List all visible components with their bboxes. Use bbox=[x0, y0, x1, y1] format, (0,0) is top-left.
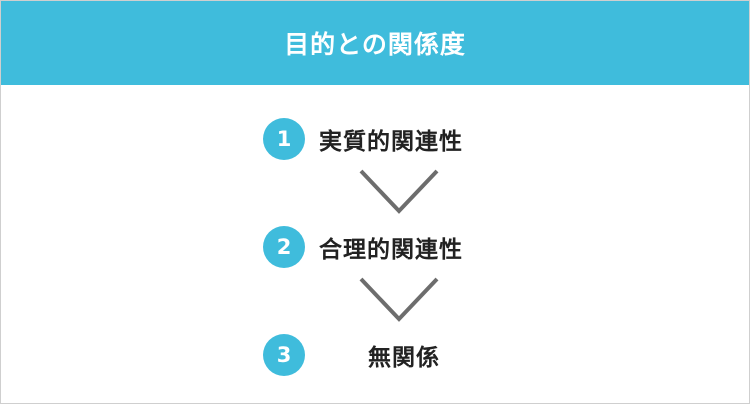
chevron-down-icon bbox=[359, 169, 439, 214]
step-1-label: 実質的関連性 bbox=[319, 129, 463, 155]
step-2: 2 合理的関連性 bbox=[263, 226, 503, 268]
step-3-label: 無関係 bbox=[368, 345, 440, 371]
step-1: 1 実質的関連性 bbox=[263, 118, 503, 160]
chevron-down-icon bbox=[359, 277, 439, 322]
step-3-number-badge: 3 bbox=[263, 334, 305, 376]
diagram-title: 目的との関係度 bbox=[284, 30, 466, 59]
step-2-number-badge: 2 bbox=[263, 226, 305, 268]
step-2-label: 合理的関連性 bbox=[319, 237, 463, 263]
header-bar: 目的との関係度 bbox=[1, 1, 749, 85]
step-1-number-badge: 1 bbox=[263, 118, 305, 160]
step-3: 3 無関係 bbox=[263, 334, 503, 376]
